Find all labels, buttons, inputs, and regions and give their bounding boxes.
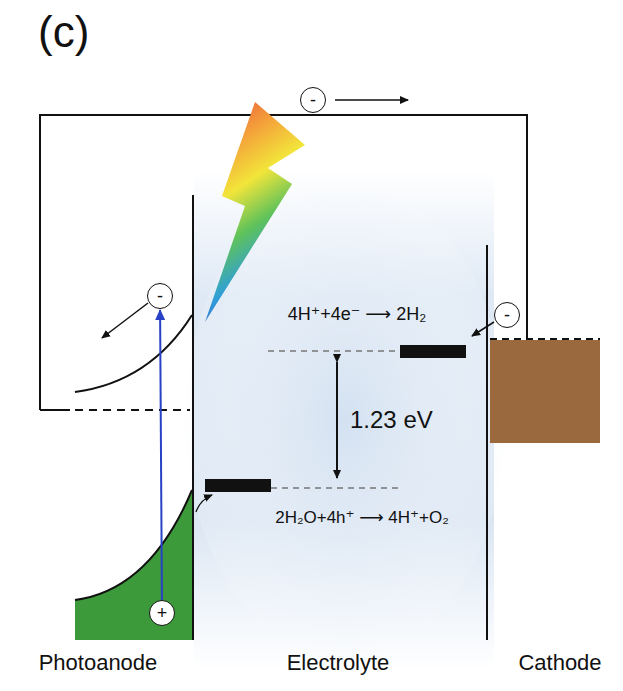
charge-sign: -: [310, 91, 316, 109]
reaction-label: 2H₂O+4h⁺ ⟶ 4H⁺+O₂: [275, 509, 449, 528]
charge-circle: +: [149, 600, 175, 626]
region-label: Photoanode: [39, 651, 158, 675]
excitation-arrow: [160, 310, 162, 600]
level-line: [271, 487, 402, 489]
charge-sign: +: [157, 604, 168, 622]
hole-transfer: [196, 495, 212, 512]
charge-sign: -: [504, 306, 510, 324]
reduction-level: [400, 345, 466, 358]
oxidation-level: [205, 479, 271, 492]
region-label: Electrolyte: [287, 651, 390, 675]
valence-band-edge: [75, 490, 192, 600]
current-arrow: [335, 99, 408, 101]
panel-letter: (c): [38, 8, 89, 56]
level-line: [268, 350, 400, 352]
fermi-level: [490, 338, 600, 340]
electron-path: [472, 322, 494, 336]
charge-circle: -: [147, 283, 173, 309]
circuit-wire: [40, 409, 70, 411]
reaction-label: 1.23 eV: [350, 407, 433, 433]
circuit-wire: [40, 115, 527, 410]
charge-sign: -: [157, 287, 163, 305]
reaction-label: 4H⁺+4e⁻ ⟶ 2H₂: [288, 305, 426, 325]
cathode-surface: [486, 245, 488, 640]
valence-band: [75, 490, 192, 640]
photoanode-surface: [192, 195, 194, 640]
fermi-level: [75, 409, 190, 411]
cathode-metal: [490, 340, 600, 443]
region-label: Cathode: [518, 651, 601, 675]
conduction-band-edge: [75, 315, 192, 392]
energy-gap-arrow: [336, 362, 338, 478]
charge-circle: -: [300, 87, 326, 113]
electron-path: [102, 303, 148, 338]
light-bolt: [205, 102, 305, 322]
charge-circle: -: [494, 302, 520, 328]
